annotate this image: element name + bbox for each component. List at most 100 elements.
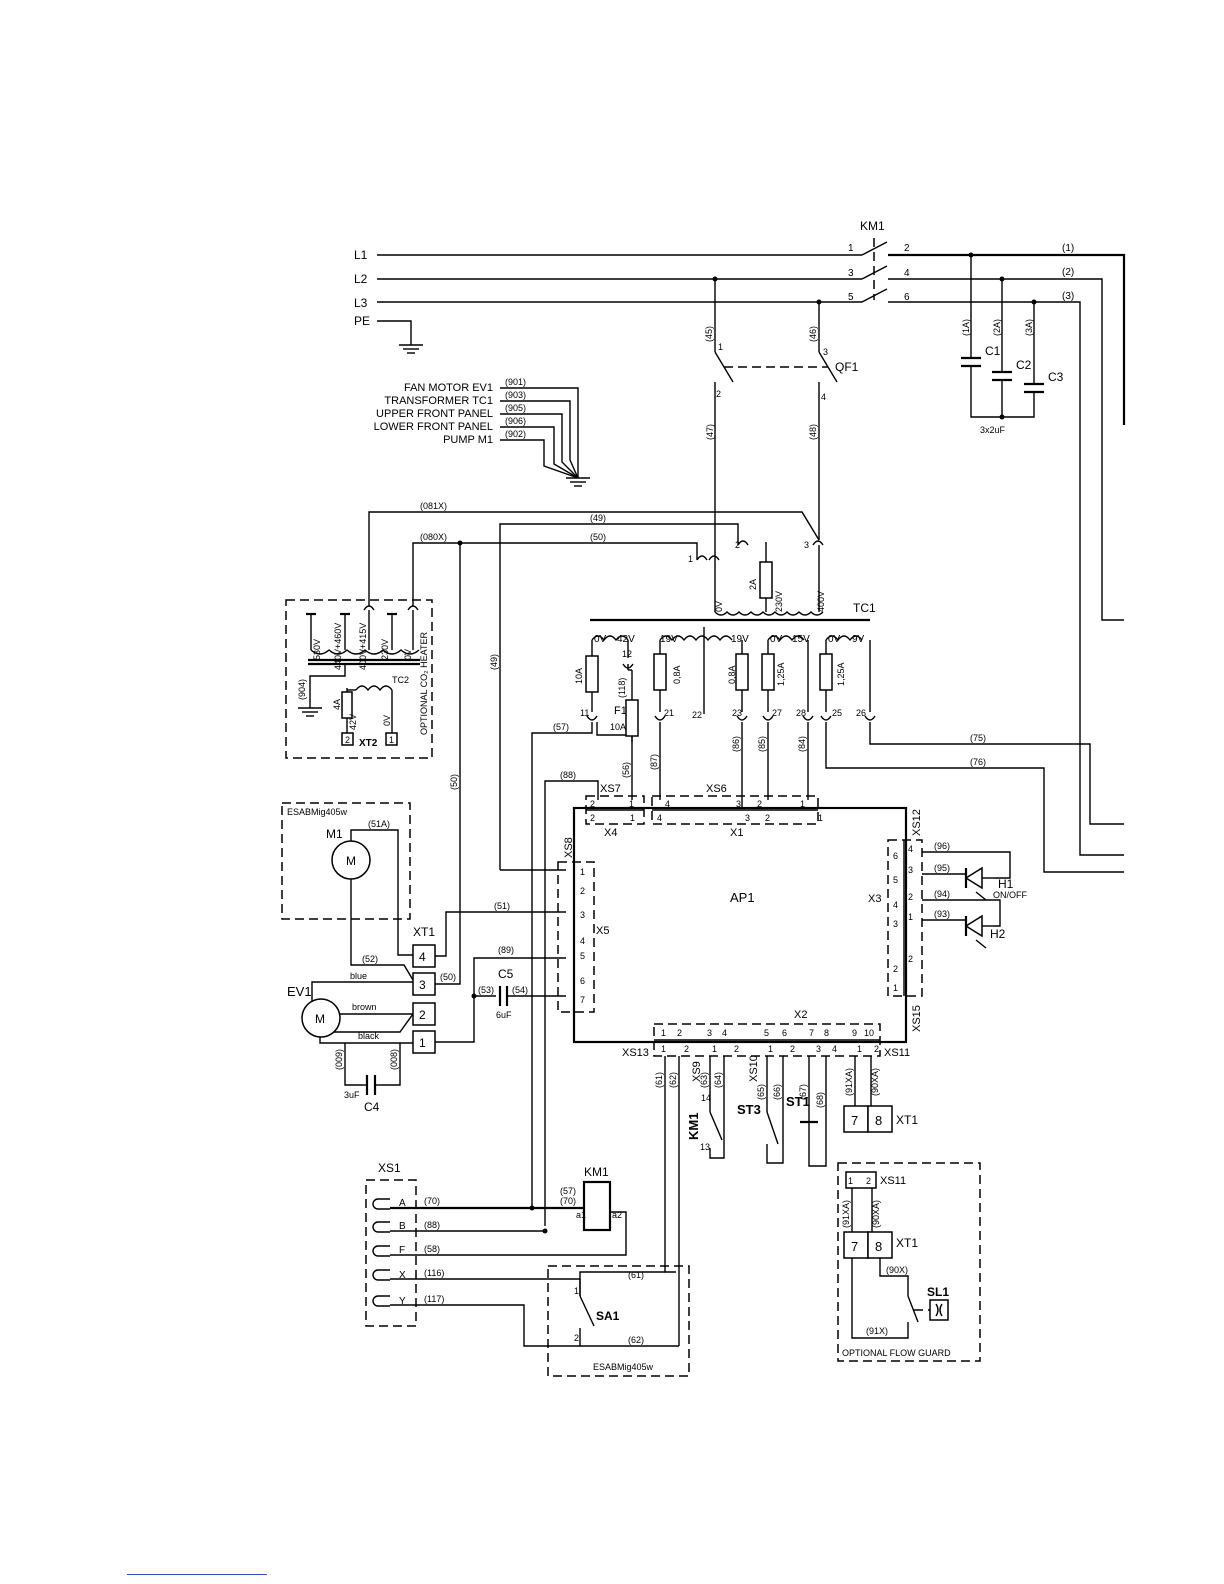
tc2-leads <box>310 610 414 650</box>
wire-number: (50) <box>449 774 459 790</box>
pin-number: 4 <box>908 844 913 854</box>
ap1-board: AP1 XS7 XS6 X4 X1 2 1 2 1 4 3 2 1 4 3 2 … <box>557 783 923 1082</box>
pin-number: 2 <box>590 813 595 823</box>
wire-number: (89) <box>498 945 514 955</box>
x5-label: X5 <box>596 925 609 937</box>
winding-icon <box>825 635 863 642</box>
pin-number: 6 <box>580 976 585 986</box>
pin-number: 1 <box>661 1028 666 1038</box>
pin-number: 2 <box>893 964 898 974</box>
f1-label: F1 <box>614 705 627 717</box>
pin-number: 1 <box>908 912 913 922</box>
xs13-label: XS13 <box>622 1047 649 1059</box>
wire-008 <box>382 1043 401 1086</box>
qf1-terminal: 4 <box>821 392 826 402</box>
c4-label: C4 <box>364 1100 380 1114</box>
wire-number: (903) <box>505 390 526 400</box>
xt1b-label: XT1 <box>896 1113 918 1127</box>
tc2-label: TC2 <box>392 675 409 685</box>
qf1-terminal: 2 <box>716 389 721 399</box>
terminal-number: 25 <box>832 708 842 718</box>
flow-guard-box: 1 2 XS11 (91XA) (90XA) 7 8 XT1 (90X) (91… <box>837 1162 981 1362</box>
x2-label: X2 <box>794 1009 807 1021</box>
wire-number: (52) <box>362 954 378 964</box>
wire-number: (906) <box>505 416 526 426</box>
pe-label: PE <box>354 314 370 328</box>
pin-number: 2 <box>684 1044 689 1054</box>
wire-number: (57) <box>560 1186 576 1196</box>
tap-label: 440V+460V <box>333 623 343 670</box>
xt1-pin-number: 8 <box>875 1239 882 1254</box>
wire-number: (87) <box>649 754 659 770</box>
terminal-number: 21 <box>664 708 674 718</box>
connector-icon <box>802 715 814 721</box>
l1-label: L1 <box>354 248 368 262</box>
pe-ground-icon <box>399 344 423 354</box>
tc2-co2-heater: 530V 440V+460V 400V+415V 230V 0V (904) 4… <box>285 599 433 759</box>
km1-aux-contact <box>709 1111 723 1141</box>
c1-capacitor-icon <box>961 356 981 368</box>
connector-icon <box>820 715 832 721</box>
supply-wiring: (57) (88) (56) (87) (86) (85) (84) (75) … <box>531 520 1124 1226</box>
xt1-pin-number: 8 <box>875 1113 882 1128</box>
pin-number: 7 <box>580 995 585 1005</box>
km1-coil-label: KM1 <box>584 1165 609 1179</box>
xt1-pin <box>843 1105 869 1133</box>
phase-3-drop <box>1079 520 1124 856</box>
pin-number: 3 <box>745 813 750 823</box>
xs1-label: XS1 <box>378 1161 401 1175</box>
terminal-number: 28 <box>796 708 806 718</box>
pin-number: 2 <box>580 886 585 896</box>
sa1-caption: ESABMig405w <box>593 1362 654 1372</box>
ground-label: UPPER FRONT PANEL <box>376 408 493 420</box>
terminal-number: 12 <box>622 649 632 659</box>
wire-number: (66) <box>772 1084 782 1100</box>
coil-terminal: a2 <box>612 1210 622 1220</box>
sa1-dashed-box <box>547 1265 690 1377</box>
pe-wire <box>377 320 412 345</box>
wire-52 <box>350 879 414 981</box>
xt2-pin-number: 2 <box>345 735 350 745</box>
xs1-pin: F <box>399 1245 405 1256</box>
sa1-switch-box: 1 2 SA1 (61) (62) ESABMig405w <box>547 1265 690 1377</box>
sa1-contact <box>579 1295 595 1327</box>
pin-number: 2 <box>590 799 595 809</box>
wire-number: (008) <box>389 1049 399 1070</box>
winding-icon <box>767 635 805 642</box>
ev1-motor-icon <box>301 998 341 1038</box>
wire-88 <box>544 780 599 1226</box>
xs1-connector: XS1 A B F X Y (70) (88) (58) (116) (117) <box>365 1161 627 1347</box>
xs8-label: XS8 <box>563 837 575 858</box>
connector-icon <box>762 715 774 721</box>
c3-capacitor-icon <box>1024 382 1044 394</box>
sa1-label: SA1 <box>596 1309 620 1323</box>
wire-number: (91XA) <box>844 1068 854 1096</box>
x2-wiring: (61) (62) (63) (64) 14 13 KM1 (65) (66) … <box>654 1056 918 1346</box>
sl1-contact <box>907 1295 919 1323</box>
pin-number: 1 <box>857 1044 862 1054</box>
h1-led-icon <box>964 866 994 901</box>
wire-117 <box>390 1304 581 1347</box>
terminal-number: 11 <box>580 708 589 718</box>
wire-number: (080X) <box>420 532 447 542</box>
l2-label: L2 <box>354 272 368 286</box>
coil-terminal: a1 <box>576 1210 586 1220</box>
misc-wiring <box>741 800 743 808</box>
top-wiring: (081X) (49) (080X) (50) (49) (50) <box>368 501 820 975</box>
st3-contact <box>766 1111 779 1145</box>
x3-label: X3 <box>868 893 881 905</box>
xs1-pin: Y <box>399 1296 406 1307</box>
terminal-number: 23 <box>732 708 742 718</box>
wire-number: (51) <box>494 901 510 911</box>
x1-label: X1 <box>730 827 743 839</box>
wire-number: (90X) <box>886 1265 908 1275</box>
wire-94 <box>922 899 1001 927</box>
tap-label: 230V <box>380 639 390 660</box>
tap-label: 19V <box>731 634 749 645</box>
st1-label: ST1 <box>786 1094 810 1109</box>
winding-icon <box>659 635 733 642</box>
pin-number: 5 <box>893 875 898 885</box>
wire-number: (85) <box>757 736 767 752</box>
tc1-primary-winding <box>714 611 824 616</box>
